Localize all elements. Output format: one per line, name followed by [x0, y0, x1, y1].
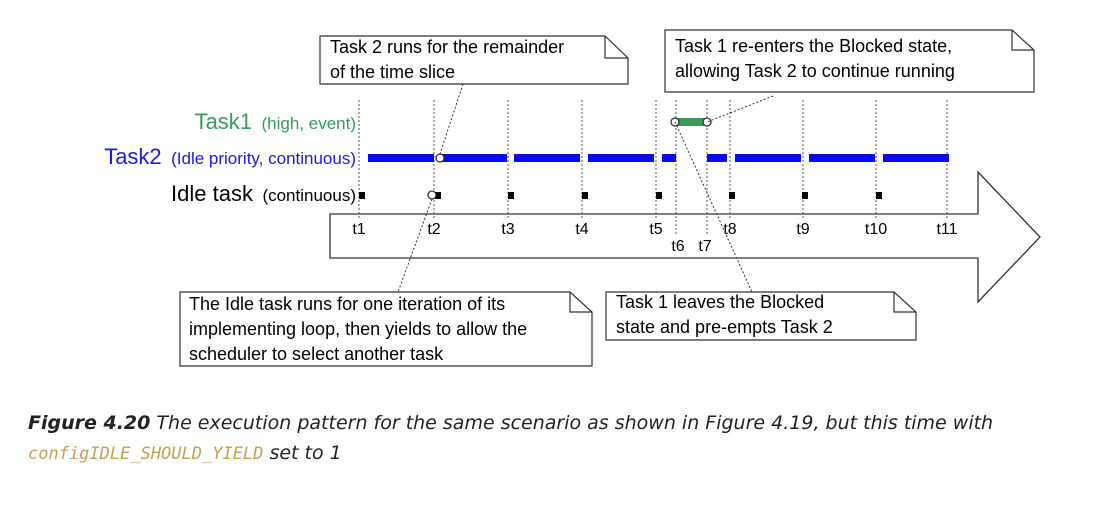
leader-leaves-blocked	[674, 121, 753, 293]
idle-marker	[802, 192, 808, 199]
leader-reenter	[706, 95, 774, 123]
svg-text:The Idle task runs for one ite: The Idle task runs for one iteration of …	[189, 294, 532, 364]
leader-idle-iteration	[397, 198, 433, 293]
task2-segment	[588, 154, 654, 162]
lane-task1-detail: (high, event)	[262, 114, 357, 133]
callout-leaders	[397, 83, 774, 293]
lane-task2-detail: (Idle priority, continuous)	[171, 149, 356, 168]
leader-remainder	[439, 83, 464, 155]
callout-idle-iteration-line: The Idle task runs for one iteration of …	[189, 294, 505, 314]
tick-guide-lines	[358, 100, 948, 236]
tick-label-t4: t4	[575, 221, 588, 238]
tick-label-t10: t10	[865, 221, 887, 238]
task2-start-marker	[435, 153, 445, 163]
callout-reenter-line: allowing Task 2 to continue running	[675, 61, 955, 81]
task1-end-marker	[702, 117, 712, 127]
callout-reenter: Task 1 re-enters the Blocked state, allo…	[664, 29, 1035, 93]
tick-labels: t1 t2 t3 t4 t5 t6 t7 t8 t9 t10 t11	[352, 221, 957, 255]
task2-segment	[735, 154, 801, 162]
tick-label-t2: t2	[427, 221, 440, 238]
task2-segment	[368, 154, 434, 162]
idle-marker	[508, 192, 514, 199]
callout-remainder-line: Task 2 runs for the remainder	[330, 37, 564, 57]
idle-marker	[435, 192, 441, 199]
tick-label-t1: t1	[352, 221, 365, 238]
callout-remainder-line: of the time slice	[330, 62, 455, 82]
svg-text:Task 1 re-enters the Blocked s: Task 1 re-enters the Blocked state, allo…	[675, 36, 957, 81]
task2-segment	[809, 154, 875, 162]
callout-idle-iteration-line: scheduler to select another task	[189, 344, 444, 364]
idle-marker	[582, 192, 588, 199]
lane-label-task2: Task2 (Idle priority, continuous)	[104, 144, 356, 169]
tick-label-t3: t3	[501, 221, 514, 238]
callout-leaves-blocked-line: Task 1 leaves the Blocked	[616, 292, 824, 312]
idle-execution	[359, 192, 882, 199]
caption-label: Figure 4.20	[28, 412, 151, 434]
time-axis-arrow	[329, 170, 1041, 304]
idle-marker	[876, 192, 882, 199]
task2-segment	[441, 154, 507, 162]
task2-segment	[514, 154, 580, 162]
callout-reenter-line: Task 1 re-enters the Blocked state,	[675, 36, 952, 56]
callout-idle-iteration-line: implementing loop, then yields to allow …	[189, 319, 527, 339]
caption-text: The execution pattern for the same scena…	[150, 412, 994, 434]
callout-remainder-box	[319, 35, 629, 85]
idle-start-marker	[427, 190, 437, 200]
tick-label-t11: t11	[936, 221, 957, 238]
tick-label-t9: t9	[796, 221, 809, 238]
task1-execution	[675, 118, 707, 126]
lane-idle-detail: (continuous)	[262, 186, 356, 205]
callout-reenter-box	[664, 29, 1035, 93]
task2-segment	[662, 154, 676, 162]
lane-idle-name: Idle task	[171, 181, 254, 206]
callout-idle-iteration: The Idle task runs for one iteration of …	[179, 291, 593, 367]
figure-caption: Figure 4.20 The execution pattern for th…	[28, 408, 1088, 469]
execution-pattern-diagram: t1 t2 t3 t4 t5 t6 t7 t8 t9 t10 t11 Task1…	[104, 29, 1041, 367]
lane-label-task1: Task1 (high, event)	[195, 109, 356, 134]
tick-label-t7: t7	[698, 238, 711, 255]
svg-text:Task 2 runs for the remainder: Task 2 runs for the remainder of the tim…	[330, 37, 569, 82]
task2-execution	[368, 154, 949, 162]
callout-idle-iteration-box	[179, 291, 593, 367]
caption-suffix: set to 1	[263, 442, 342, 464]
lane-label-idle: Idle task (continuous)	[171, 181, 356, 206]
callout-leaves-blocked: Task 1 leaves the Blocked state and pre-…	[605, 291, 917, 341]
svg-text:Task 1 leaves the Blocked: Task 1 leaves the Blocked state and pre-…	[616, 292, 833, 337]
idle-marker	[359, 192, 365, 199]
tick-label-t8: t8	[723, 221, 736, 238]
callout-leaves-blocked-box	[605, 291, 917, 341]
tick-label-t5: t5	[649, 221, 662, 238]
idle-marker	[729, 192, 735, 199]
tick-label-t6: t6	[671, 238, 684, 255]
caption-code: configIDLE_SHOULD_YIELD	[28, 444, 264, 464]
idle-marker	[656, 192, 662, 199]
lane-task2-name: Task2	[104, 144, 161, 169]
task2-segment	[707, 154, 727, 162]
callout-remainder: Task 2 runs for the remainder of the tim…	[319, 35, 629, 85]
callout-leaves-blocked-line: state and pre-empts Task 2	[616, 317, 833, 337]
lane-task1-name: Task1	[195, 109, 252, 134]
task2-segment	[883, 154, 949, 162]
